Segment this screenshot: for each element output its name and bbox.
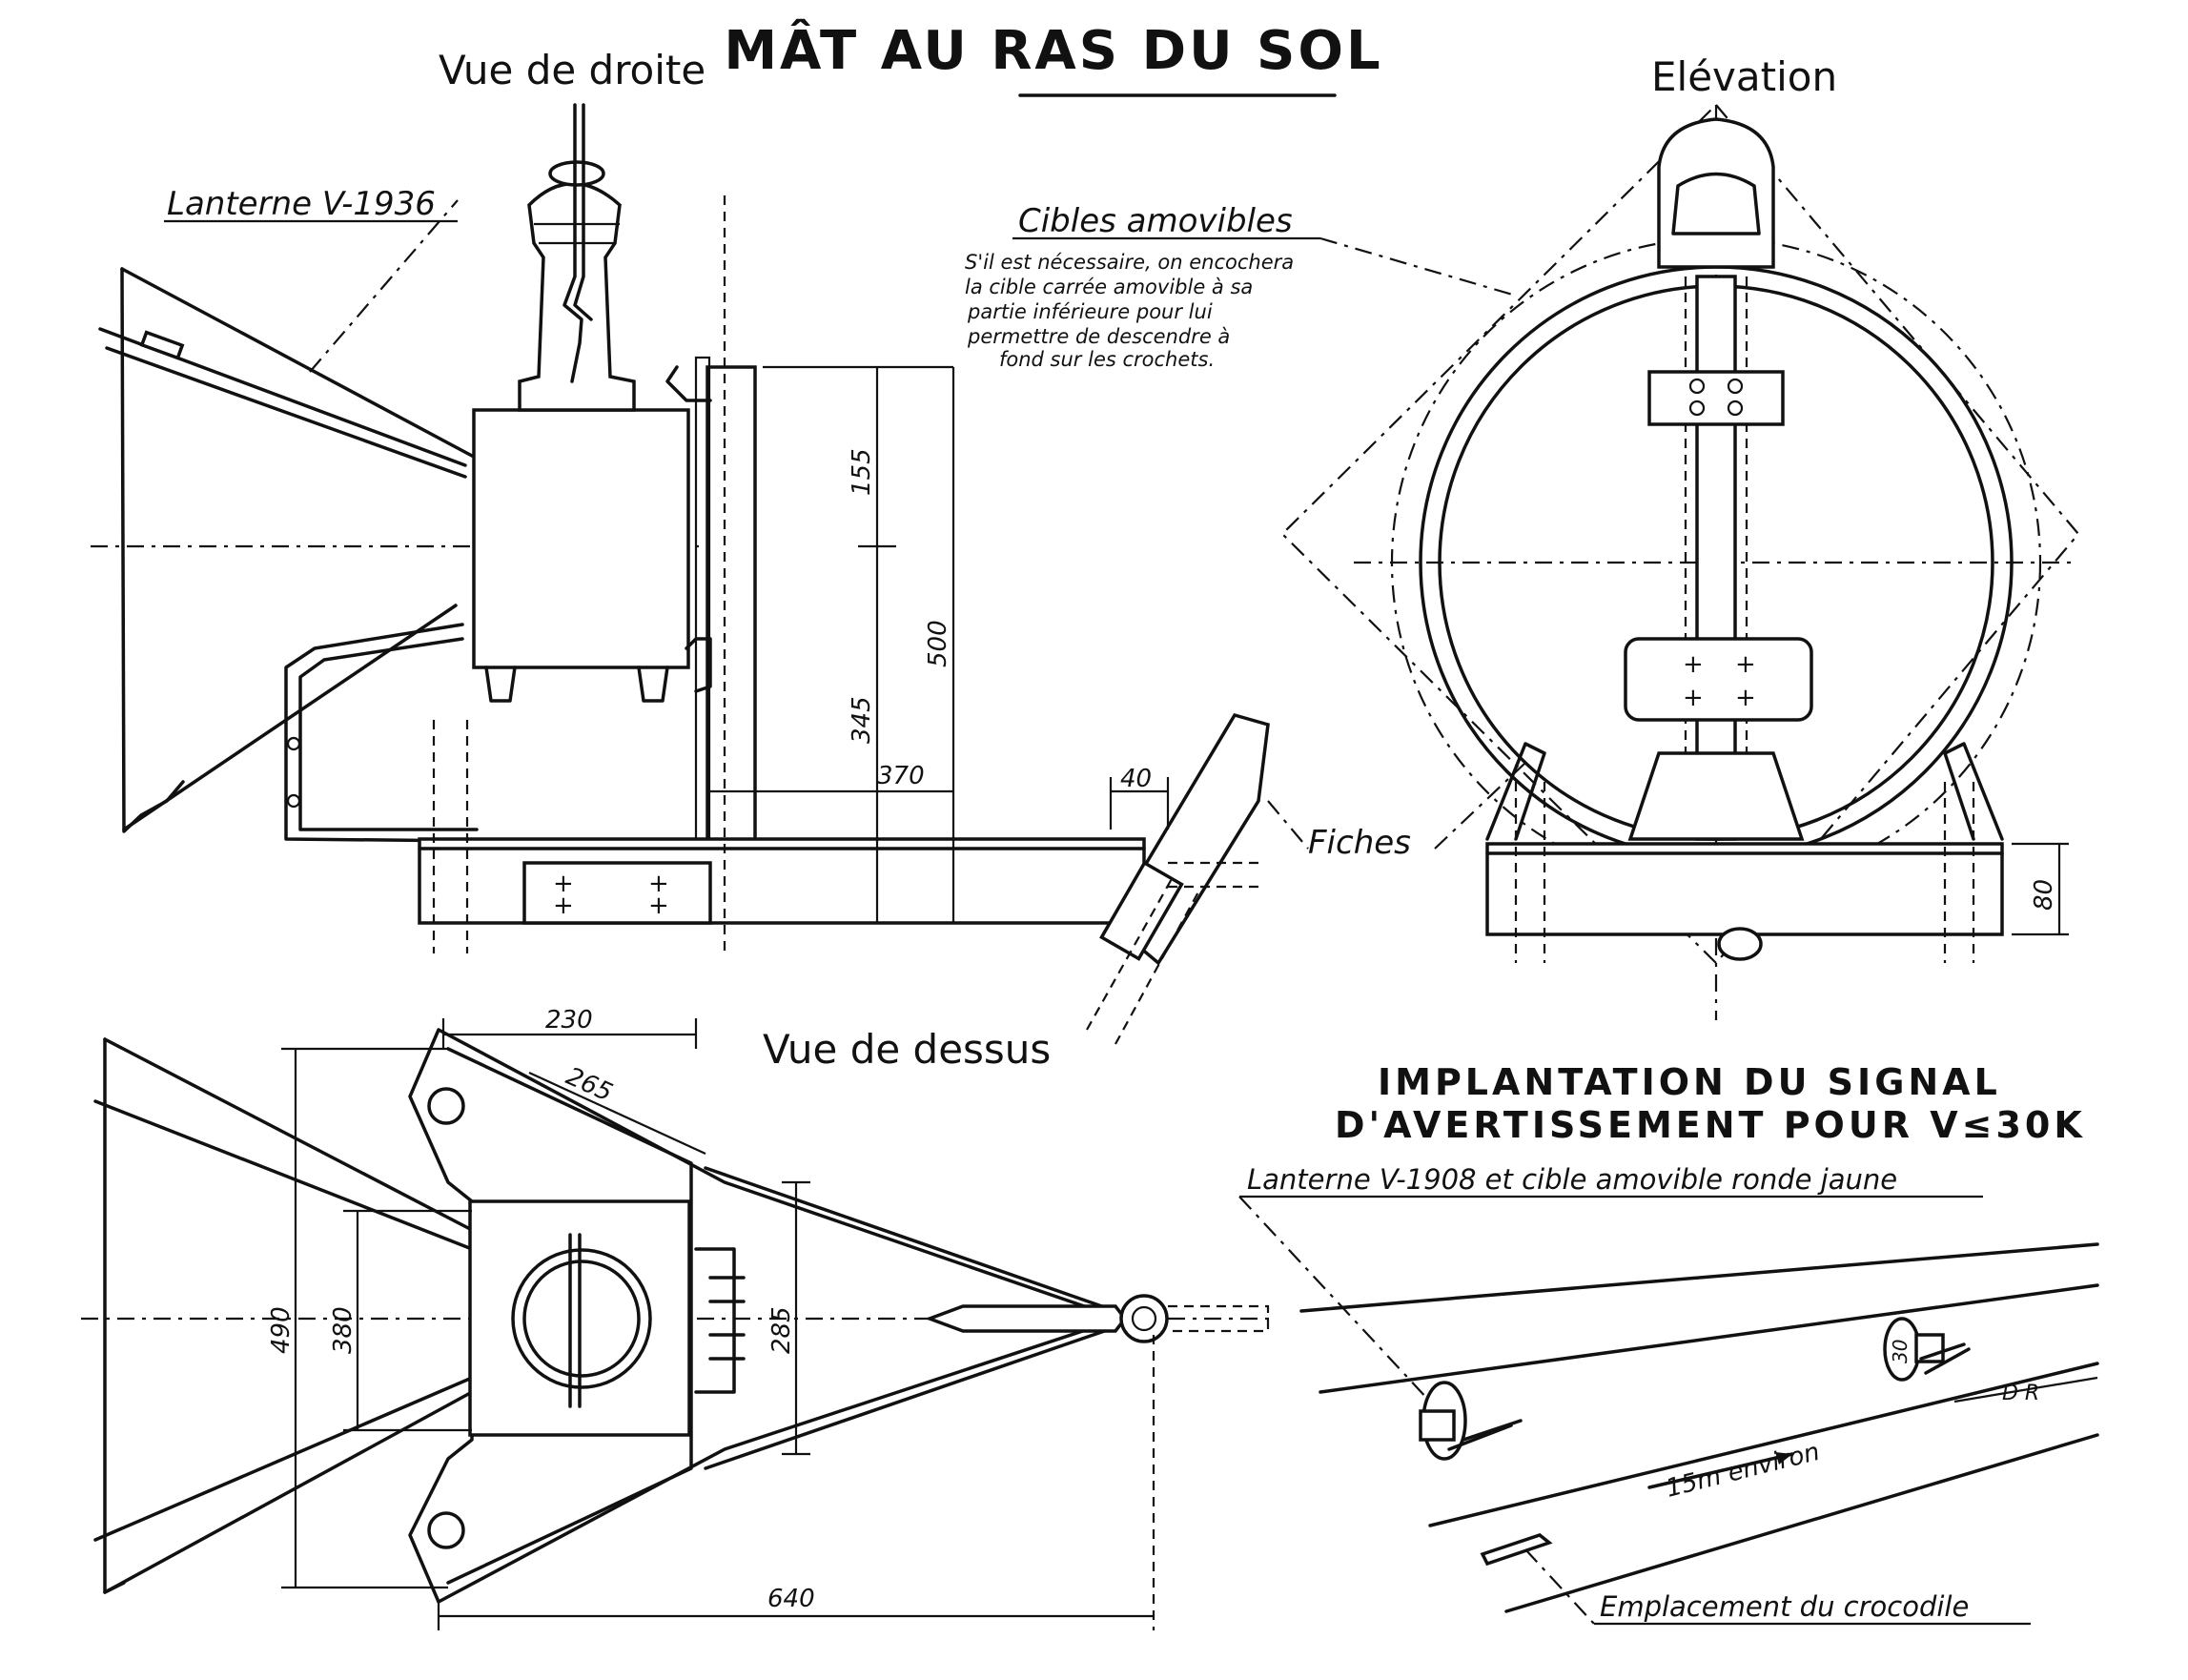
svg-text:+: + [1683,684,1704,712]
svg-text:+: + [1735,684,1756,712]
svg-text:+: + [1683,650,1704,679]
implantation-track-label: D R [2002,1382,2039,1405]
targets-note-2: la cible carrée amovible à sa [965,276,1253,298]
top-view-drawing [81,1018,1273,1630]
elevation-drawing: + + + + [1280,103,2080,1020]
implantation-heading-1: IMPLANTATION DU SIGNAL [1378,1061,2001,1103]
elevation-heading: Elévation [1651,53,1837,100]
svg-text:+: + [1735,650,1756,679]
top-view-heading: Vue de dessus [763,1026,1051,1073]
dim-40: 40 [1120,765,1152,793]
dim-640: 640 [767,1585,815,1613]
dim-370: 370 [877,762,925,790]
targets-note-1: S'il est nécessaire, on encochera [965,251,1294,274]
lantern-leader [309,199,459,373]
dim-80: 80 [2030,879,2058,911]
dim-230: 230 [545,1006,593,1035]
dim-285: 285 [767,1306,796,1354]
right-view-drawing: ++ ++ [91,103,1270,1045]
stakes-label: Fiches [1308,824,1411,862]
targets-label: Cibles amovibles [1018,202,1293,240]
implantation-lantern-label: Lanterne V-1908 et cible amovible ronde … [1247,1163,1897,1196]
drawing-title: MÂT AU RAS DU SOL [724,20,1382,82]
targets-note-3: partie inférieure pour lui [967,300,1213,323]
targets-note-5: fond sur les crochets. [999,348,1215,371]
targets-note-4: permettre de descendre à [967,325,1230,348]
implantation-heading-2: D'AVERTISSEMENT POUR V≤30K [1335,1104,2086,1146]
dim-345: 345 [848,696,876,744]
implantation-sign-value: 30 [1889,1340,1912,1363]
svg-text:+: + [553,870,574,898]
dim-500: 500 [924,620,952,667]
track-perspective [1299,1242,2099,1613]
dim-155: 155 [848,448,876,496]
dim-380: 380 [329,1306,358,1354]
svg-text:+: + [553,891,574,920]
crocodile-label: Emplacement du crocodile [1600,1590,1969,1623]
svg-text:+: + [648,891,669,920]
dim-490: 490 [267,1306,296,1354]
implantation-distance: 15m environ [1663,1438,1822,1504]
lantern-label: Lanterne V-1936 [167,185,436,223]
right-view-heading: Vue de droite [439,47,705,93]
svg-text:+: + [648,870,669,898]
